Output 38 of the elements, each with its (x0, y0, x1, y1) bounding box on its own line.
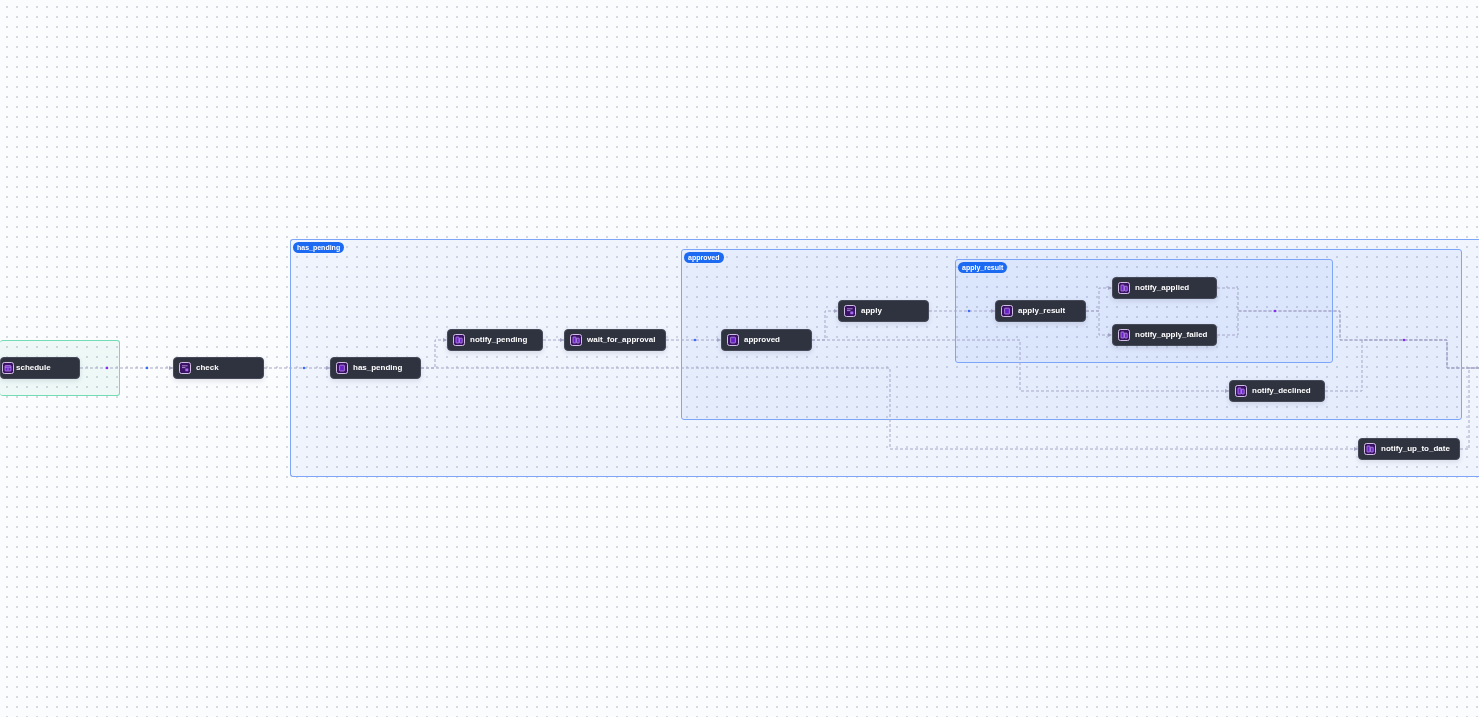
group-frame (681, 249, 1462, 420)
step-name: apply_result (1018, 306, 1066, 316)
arrow (542, 338, 565, 342)
step-name: has_pending (353, 363, 403, 373)
arrow (420, 367, 1359, 451)
step-name: notify_up_to_date (1381, 444, 1450, 454)
connector-line (1459, 367, 1479, 450)
step-name: schedule (16, 363, 51, 373)
step-name: approved (744, 335, 780, 345)
step-card (721, 329, 812, 351)
connector-line (1324, 339, 1479, 392)
step-card (1358, 438, 1460, 460)
step-name: check (196, 363, 219, 373)
step-card (1112, 277, 1217, 299)
arrow (928, 309, 996, 313)
arrow (665, 338, 722, 342)
step-card (1229, 380, 1325, 402)
step-name: notify_declined (1252, 386, 1311, 396)
step-card (1112, 324, 1217, 346)
step-card (173, 357, 264, 379)
step-card (0, 357, 80, 379)
step-card (447, 329, 543, 351)
arrow (263, 366, 331, 370)
step-card (564, 329, 666, 351)
step-name: apply (861, 306, 882, 316)
step-name: notify_applied (1135, 283, 1190, 293)
group-frame (0, 340, 120, 396)
group-frame (955, 259, 1333, 363)
step-card (330, 357, 421, 379)
step-name: wait_for_approval (587, 335, 656, 345)
arrow (811, 339, 1230, 393)
group-frame (290, 239, 1479, 477)
arrow (1085, 310, 1113, 337)
arrow (79, 366, 174, 370)
step-card (838, 300, 929, 322)
step-card (995, 300, 1086, 322)
step-name: notify_pending (470, 335, 528, 345)
step-name: notify_apply_failed (1135, 330, 1208, 340)
